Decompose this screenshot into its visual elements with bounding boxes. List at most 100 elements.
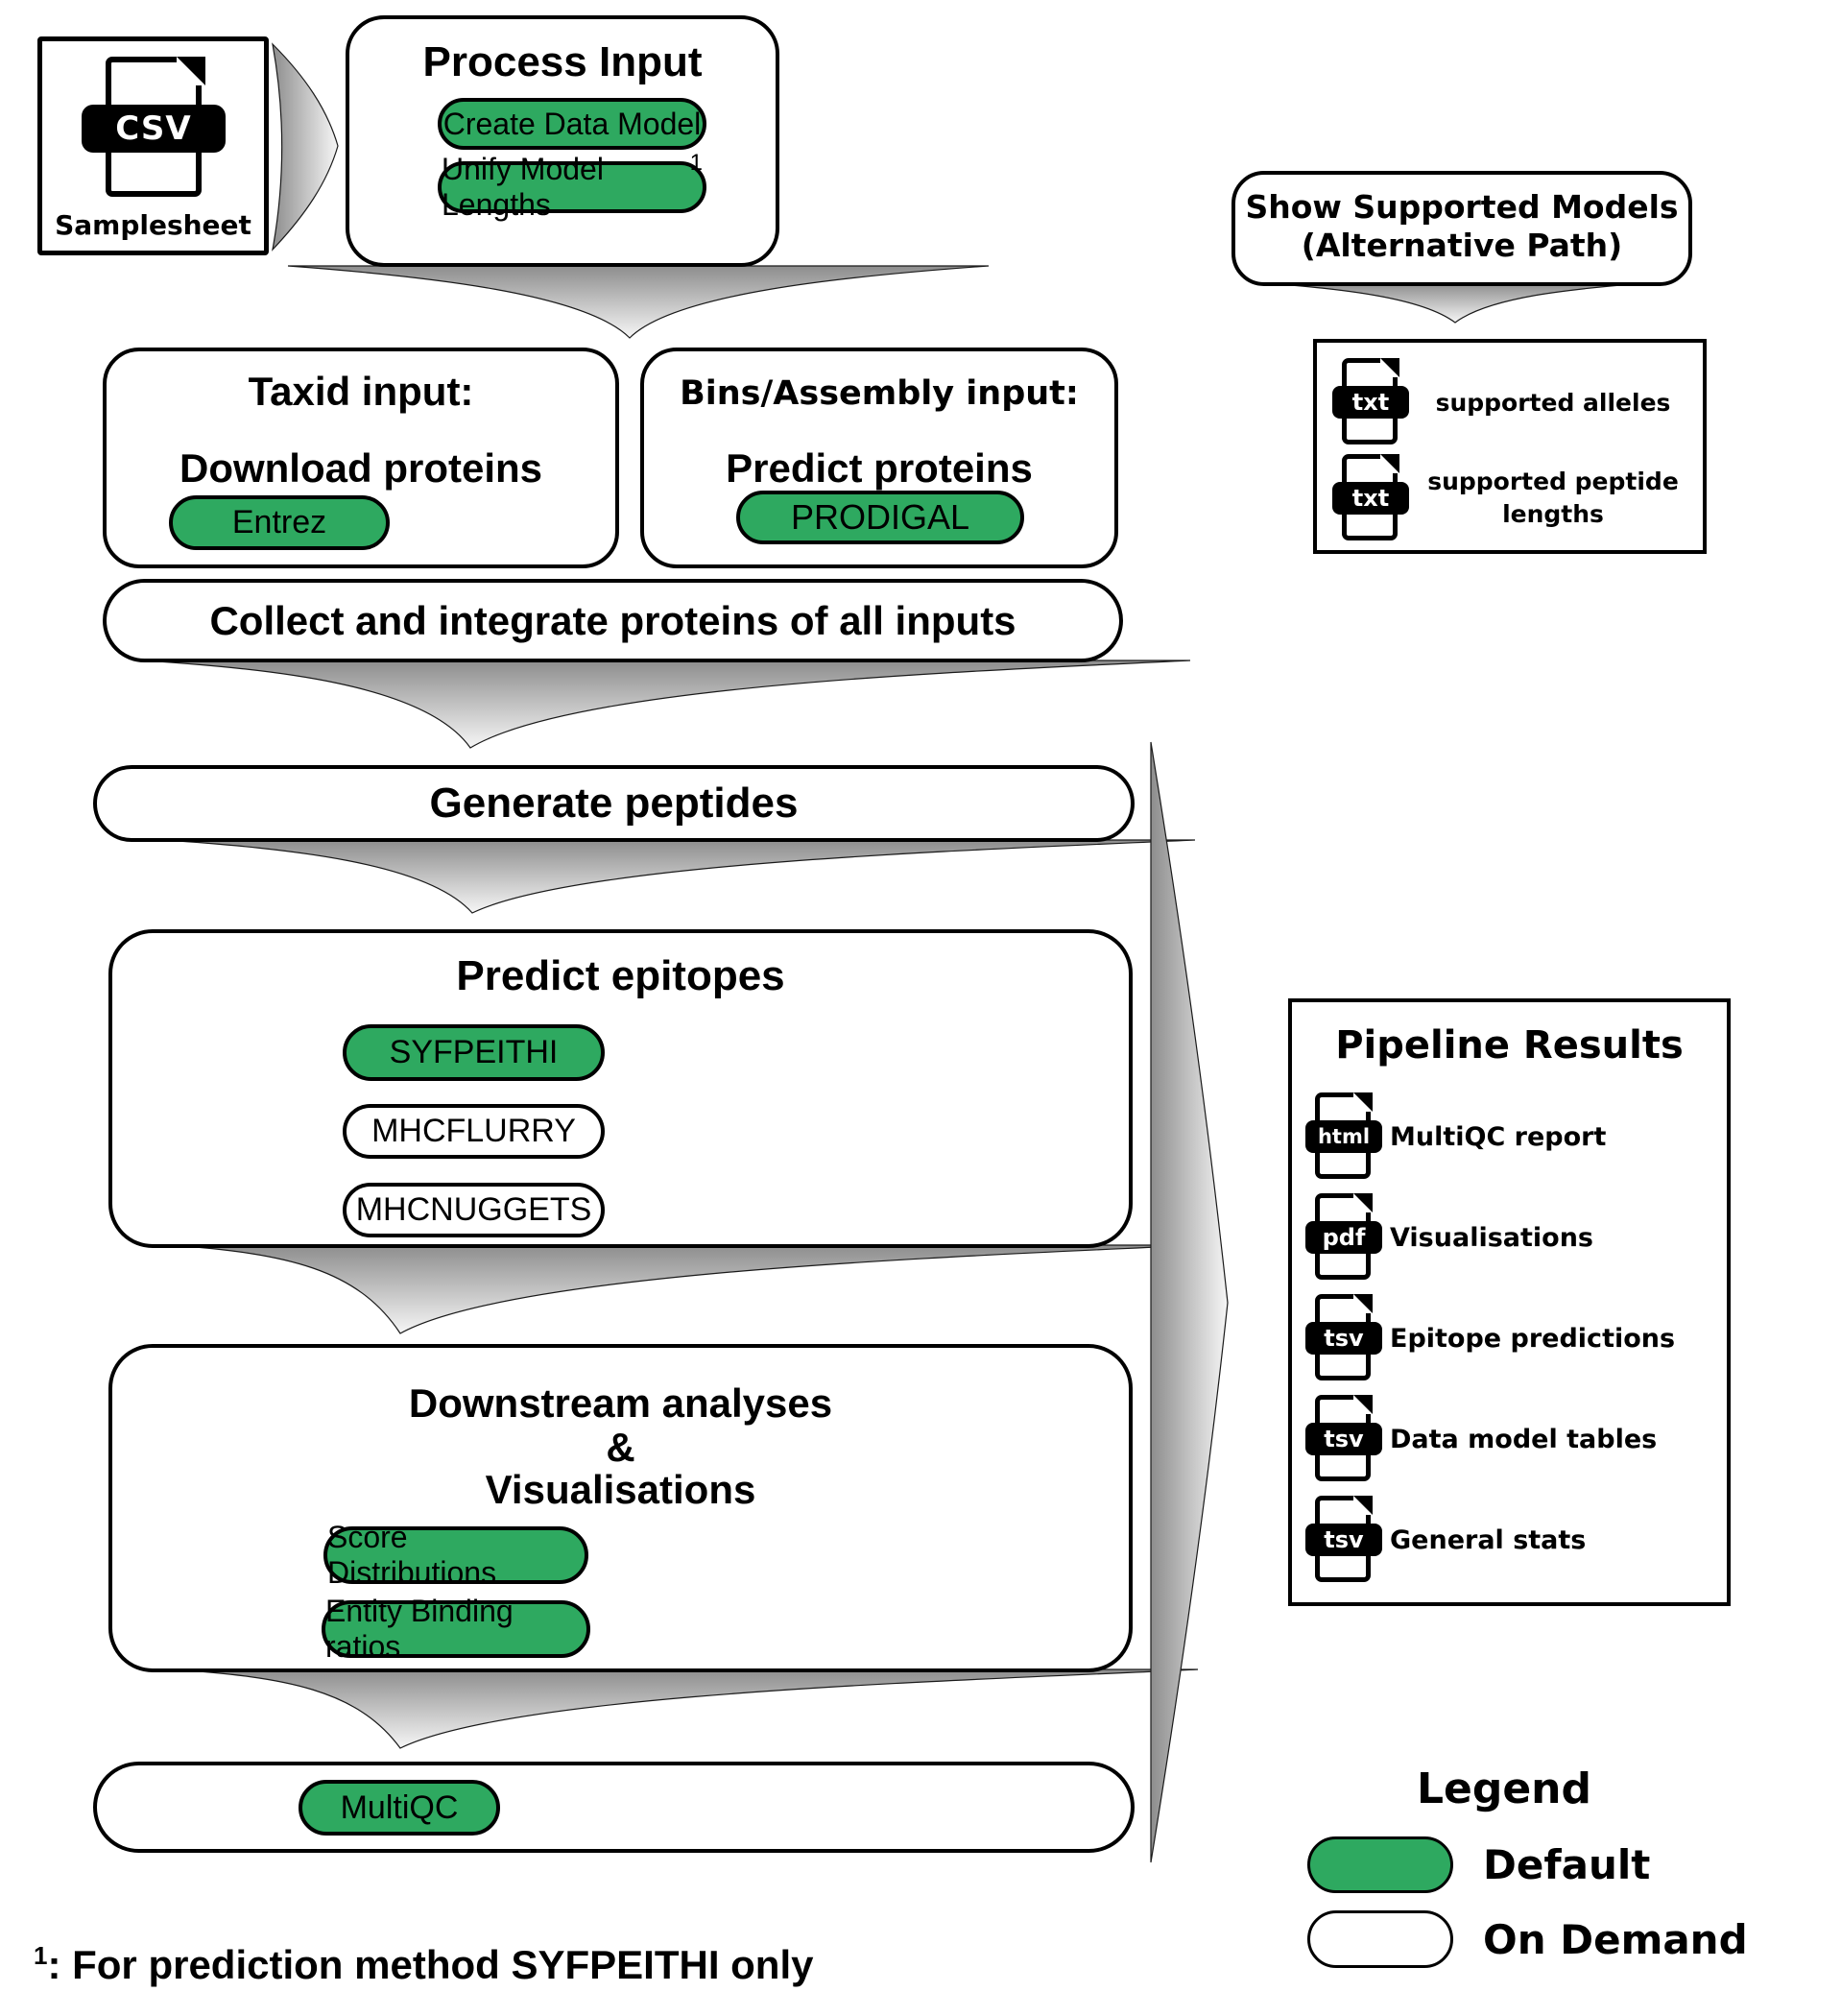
bins-assembly-title: Bins/Assembly input:	[680, 374, 1079, 413]
tsv-fold-cut	[1353, 1494, 1375, 1515]
tool-score-distributions: Score Distributions	[323, 1520, 588, 1590]
legend-title: Legend	[1416, 1764, 1592, 1813]
arrow-models-to-files	[1268, 282, 1644, 324]
tsv-fold-icon	[1353, 1496, 1373, 1515]
samplesheet-label: Samplesheet	[55, 209, 251, 241]
supported-files-box: txt supported alleles txt supported pept…	[1313, 339, 1707, 554]
step-create-data-model: Create Data Model	[438, 98, 706, 150]
arrow-collect-to-generate	[143, 660, 1191, 749]
tool-entity-binding-ratios-label: Entity Binding ratios	[325, 1594, 514, 1664]
step-unify-model-lengths-label: Unify Model Lengths	[442, 152, 604, 222]
taxid-input-box: Taxid input: Download proteins Entrez	[103, 348, 619, 568]
txt-fold-icon	[1380, 358, 1399, 377]
result-multiqc-report: html MultiQC report	[1305, 1091, 1718, 1183]
footnote-marker-superscript: 1	[689, 150, 703, 176]
result-general-stats: tsv General stats	[1305, 1494, 1718, 1586]
generate-peptides-label: Generate peptides	[429, 780, 799, 827]
tsv-extension-badge: tsv	[1305, 1423, 1382, 1455]
bins-assembly-input-box: Bins/Assembly input: Predict proteins PR…	[640, 348, 1118, 568]
html-fold-cut	[1353, 1091, 1375, 1112]
tool-syfpeithi: SYFPEITHI	[343, 1024, 605, 1081]
tool-mhcnuggets-label: MHCNUGGETS	[355, 1191, 592, 1228]
supported-alleles-label: supported alleles	[1435, 388, 1671, 417]
tsv-fold-cut	[1353, 1292, 1375, 1313]
downstream-title-line1: Downstream analyses	[408, 1380, 833, 1426]
step-create-data-model-label: Create Data Model	[442, 106, 702, 141]
downstream-analyses-box: Downstream analyses & Visualisations Sco…	[108, 1344, 1133, 1672]
tsv-file-icon: tsv	[1305, 1292, 1382, 1382]
result-visualisations-label: Visualisations	[1390, 1222, 1593, 1253]
tool-multiqc: MultiQC	[299, 1780, 500, 1836]
txt-fold-icon	[1380, 454, 1399, 473]
predict-epitopes-title: Predict epitopes	[456, 952, 785, 999]
pipeline-results-box: Pipeline Results html MultiQC report pdf…	[1288, 998, 1731, 1606]
samplesheet-box: CSV Samplesheet	[37, 36, 269, 255]
arrow-process-to-inputs	[287, 265, 990, 339]
process-input-title: Process Input	[422, 38, 703, 85]
tool-entity-binding-ratios: Entity Binding ratios	[322, 1594, 590, 1664]
arrow-predict-to-downstream	[172, 1244, 1199, 1334]
result-epitope-predictions: tsv Epitope predictions	[1305, 1292, 1718, 1384]
tool-mhcflurry-label: MHCFLURRY	[371, 1113, 576, 1149]
tool-mhcnuggets: MHCNUGGETS	[343, 1183, 605, 1237]
txt-extension-badge: txt	[1332, 482, 1409, 515]
result-epitope-predictions-label: Epitope predictions	[1390, 1323, 1676, 1354]
txt-file-icon: txt	[1332, 452, 1409, 542]
legend-default-swatch	[1307, 1836, 1453, 1893]
tsv-fold-icon	[1353, 1294, 1373, 1313]
csv-file-icon: CSV	[82, 55, 226, 201]
footnote: 1: For prediction method SYFPEITHI only	[34, 1941, 814, 1988]
html-extension-badge: html	[1305, 1120, 1382, 1153]
tool-mhcflurry: MHCFLURRY	[343, 1104, 605, 1159]
supported-peptide-lengths-row: txt supported peptide lengths	[1332, 450, 1697, 546]
pdf-file-icon: pdf	[1305, 1191, 1382, 1282]
legend-on-demand-swatch	[1307, 1910, 1453, 1968]
collect-proteins-label: Collect and integrate proteins of all in…	[209, 597, 1016, 643]
result-data-model-tables: tsv Data model tables	[1305, 1393, 1718, 1485]
tsv-extension-badge: tsv	[1305, 1524, 1382, 1556]
txt-fold-cut	[1380, 452, 1401, 473]
footnote-text: : For prediction method SYFPEITHI only	[47, 1942, 814, 1987]
taxid-subtitle: Download proteins	[179, 445, 542, 491]
txt-extension-badge: txt	[1332, 386, 1409, 419]
arrow-downstream-to-multiqc	[172, 1668, 1199, 1749]
predict-epitopes-box: Predict epitopes SYFPEITHI MHCFLURRY MHC…	[108, 929, 1133, 1248]
result-visualisations: pdf Visualisations	[1305, 1191, 1718, 1284]
arrow-generate-to-predict	[164, 839, 1196, 914]
supported-models-box: Show Supported Models (Alternative Path)	[1231, 171, 1692, 286]
bins-subtitle: Predict proteins	[726, 445, 1033, 491]
html-file-icon: html	[1305, 1091, 1382, 1181]
html-fold-icon	[1353, 1092, 1373, 1112]
collect-proteins-bar: Collect and integrate proteins of all in…	[103, 579, 1123, 662]
pipeline-results-title: Pipeline Results	[1335, 1023, 1684, 1068]
legend-on-demand-label: On Demand	[1483, 1915, 1748, 1963]
tool-prodigal: PRODIGAL	[736, 491, 1024, 544]
result-general-stats-label: General stats	[1390, 1524, 1587, 1555]
downstream-title-line3: Visualisations	[485, 1467, 756, 1512]
tool-multiqc-label: MultiQC	[340, 1788, 459, 1826]
tsv-fold-icon	[1353, 1395, 1373, 1414]
arrow-pipeline-to-results	[1150, 741, 1229, 1863]
csv-fold-cut	[177, 55, 207, 85]
multiqc-bar: MultiQC	[93, 1762, 1135, 1853]
step-unify-model-lengths: Unify Model Lengths 1	[438, 150, 706, 222]
txt-file-icon: txt	[1332, 356, 1409, 446]
tsv-file-icon: tsv	[1305, 1393, 1382, 1483]
taxid-input-title: Taxid input:	[248, 369, 474, 414]
result-data-model-tables-label: Data model tables	[1390, 1424, 1658, 1454]
supported-peptide-lengths-label: supported peptide lengths	[1427, 468, 1679, 528]
tsv-extension-badge: tsv	[1305, 1322, 1382, 1355]
generate-peptides-bar: Generate peptides	[93, 765, 1135, 842]
tool-entrez-label: Entrez	[231, 504, 327, 540]
process-input-box: Process Input Create Data Model Unify Mo…	[346, 15, 779, 267]
pdf-fold-cut	[1353, 1191, 1375, 1212]
supported-models-title-line1: Show Supported Models	[1245, 188, 1679, 226]
tsv-file-icon: tsv	[1305, 1494, 1382, 1584]
legend-default-label: Default	[1483, 1841, 1651, 1888]
supported-alleles-row: txt supported alleles	[1332, 354, 1697, 450]
tool-syfpeithi-label: SYFPEITHI	[389, 1034, 559, 1070]
supported-models-title-line2: (Alternative Path)	[1301, 227, 1623, 264]
tool-score-distributions-label: Score Distributions	[327, 1520, 497, 1590]
